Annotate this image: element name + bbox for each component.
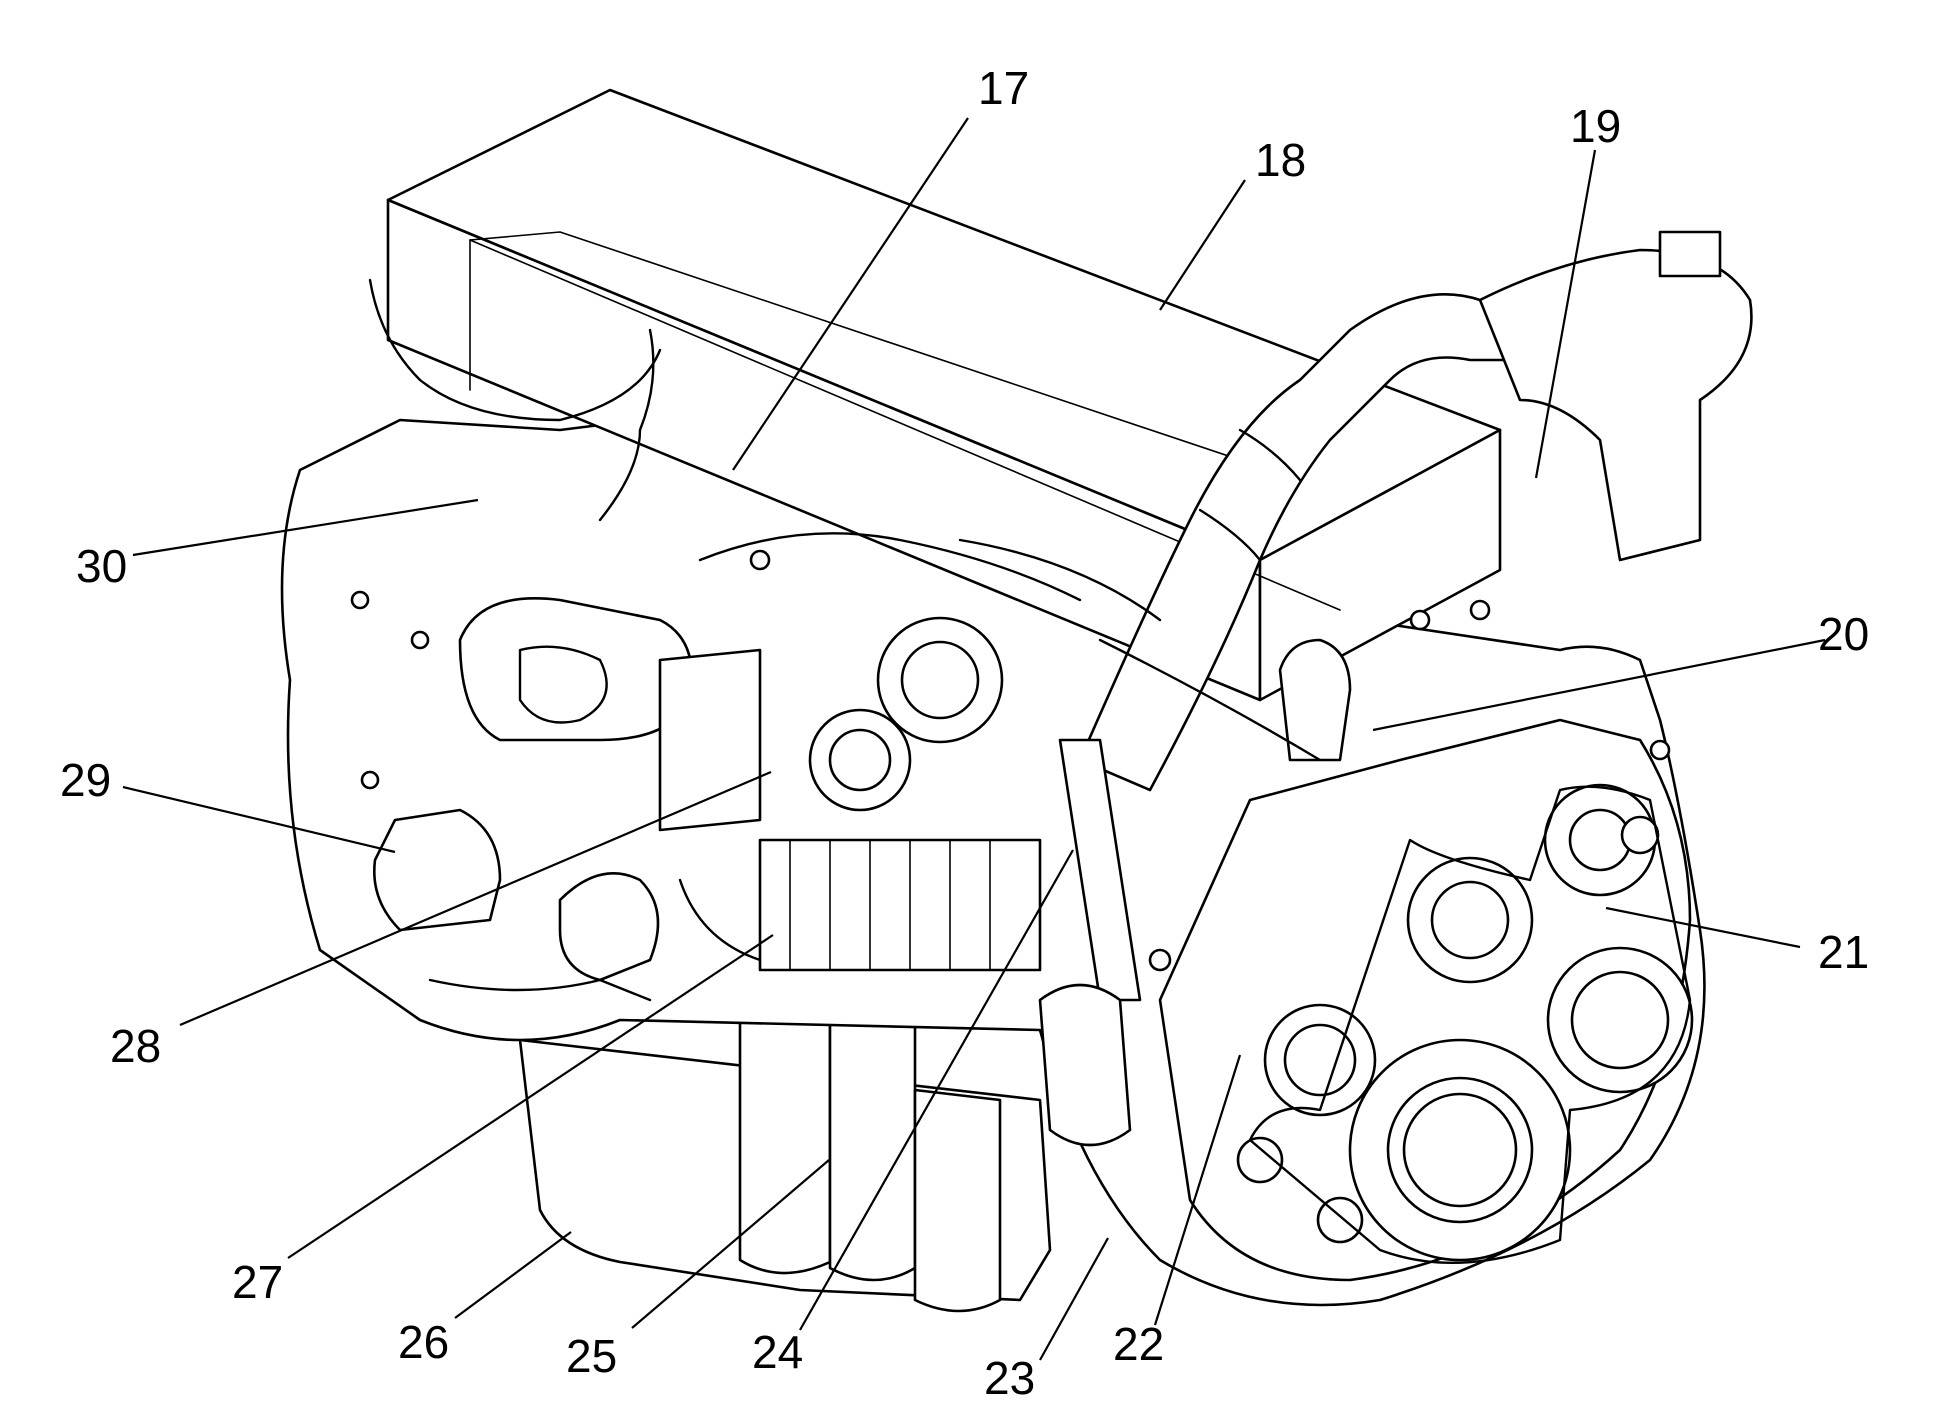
leader-lines xyxy=(122,117,1826,1361)
callout-28: 28 xyxy=(110,1020,161,1072)
callout-26: 26 xyxy=(398,1316,449,1368)
valve-cover-right-face xyxy=(1258,428,1502,702)
leader-22 xyxy=(1153,1054,1242,1326)
drive-belt xyxy=(1248,785,1692,1265)
callout-21: 21 xyxy=(1818,926,1869,978)
callout-29: 29 xyxy=(60,754,111,806)
leader-24 xyxy=(799,849,1074,1331)
callout-labels: 17 18 19 20 21 22 23 24 25 26 27 28 29 3… xyxy=(60,62,1869,1404)
wiring-harness xyxy=(368,278,1322,1002)
fuel-filter xyxy=(913,1088,1002,1313)
idler-pulley xyxy=(1406,856,1534,984)
ecm-bracket xyxy=(658,648,762,832)
air-intake-elbow xyxy=(1478,248,1753,562)
leader-28 xyxy=(179,770,772,1027)
callout-20: 20 xyxy=(1818,608,1869,660)
water-pump-pulley xyxy=(1263,1003,1377,1117)
starter-motor xyxy=(373,808,502,932)
leader-26 xyxy=(454,1231,572,1319)
coolant-pipe xyxy=(1058,738,1142,1002)
leader-23 xyxy=(1039,1237,1109,1361)
leader-27 xyxy=(287,934,774,1259)
leader-20 xyxy=(1372,638,1826,732)
oil-filter-right xyxy=(828,1008,917,1282)
leader-17 xyxy=(732,117,969,471)
intake-manifold xyxy=(758,838,1042,972)
callout-19: 19 xyxy=(1570,100,1621,152)
callout-18: 18 xyxy=(1255,134,1306,186)
callout-23: 23 xyxy=(984,1352,1035,1404)
tensioner-pulley xyxy=(1543,783,1660,897)
thermostat-housing xyxy=(1278,638,1352,762)
crankshaft-pulley xyxy=(1348,1038,1572,1262)
engine-illustration xyxy=(280,88,1753,1313)
callout-24: 24 xyxy=(752,1326,803,1378)
leader-21 xyxy=(1605,906,1801,949)
callout-22: 22 xyxy=(1113,1318,1164,1370)
leader-29 xyxy=(122,785,396,854)
leader-18 xyxy=(1159,179,1246,311)
fuel-pump xyxy=(1038,983,1132,1147)
fan-drive-pulley xyxy=(1546,946,1694,1094)
callout-30: 30 xyxy=(76,540,127,592)
turbocharger xyxy=(458,597,694,742)
leader-30 xyxy=(132,498,479,557)
oil-filter-left xyxy=(738,998,832,1275)
alternator-left xyxy=(558,872,660,982)
leader-19 xyxy=(1534,149,1597,479)
leader-25 xyxy=(631,1159,830,1329)
callout-27: 27 xyxy=(232,1256,283,1308)
callout-25: 25 xyxy=(566,1330,617,1382)
callout-17: 17 xyxy=(978,62,1029,114)
